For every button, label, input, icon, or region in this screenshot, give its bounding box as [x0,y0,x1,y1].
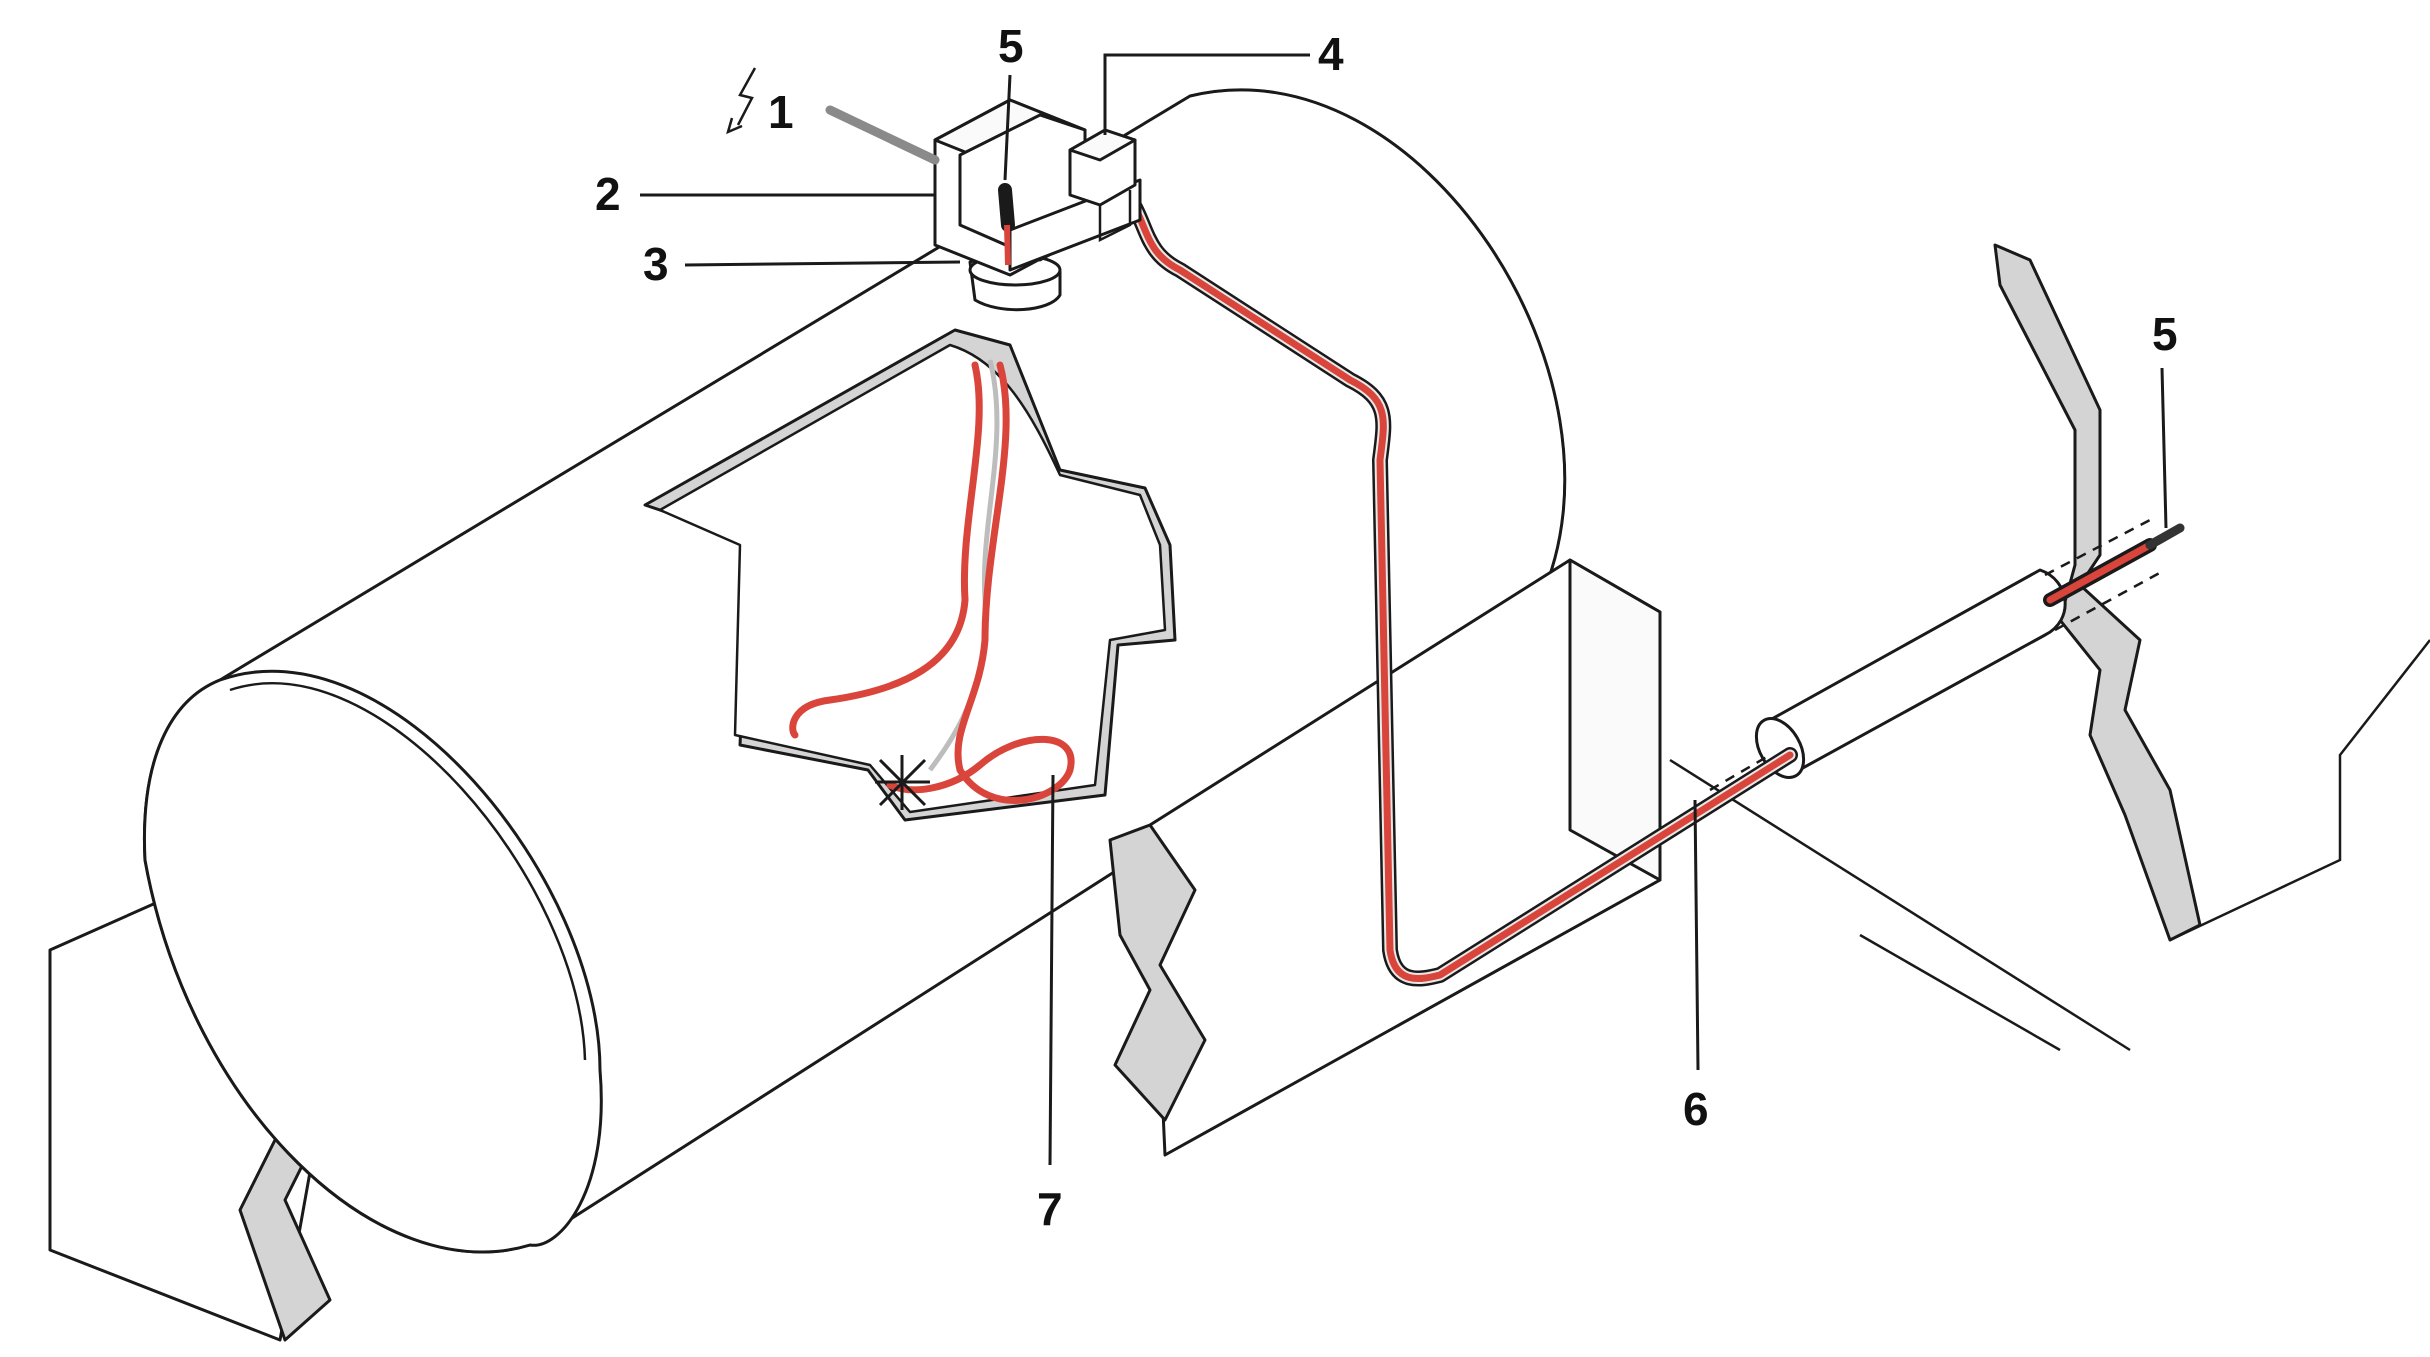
end-termination-icon [875,755,930,810]
leader-lines [640,53,2168,1166]
tank-end-cap [142,669,603,1254]
tank-cutaway [643,328,1177,822]
callout-5-right: 5 [2152,308,2178,360]
callout-3: 3 [643,238,669,290]
callout-4: 4 [1318,28,1344,80]
power-supply-cable [825,105,940,165]
tank-right-cap [1189,88,1567,601]
front-saddle [1108,558,1662,1157]
callout-5-top: 5 [998,20,1024,72]
heating-cable-internal-loop [886,361,1075,804]
callout-6: 6 [1683,1083,1709,1135]
lightning-bolt-icon [726,67,757,135]
callout-2: 2 [595,168,621,220]
callout-labels: 1 2 3 4 5 5 6 7 [595,20,2178,1235]
sensor-probe [998,183,1015,232]
building-wall [1669,243,2430,1052]
junction-box-assembly [825,98,1142,312]
heating-cable-external-run [1116,181,1794,982]
cable-end-conductor [2145,523,2185,550]
callout-1: 1 [768,86,794,138]
callout-7: 7 [1037,1183,1063,1235]
